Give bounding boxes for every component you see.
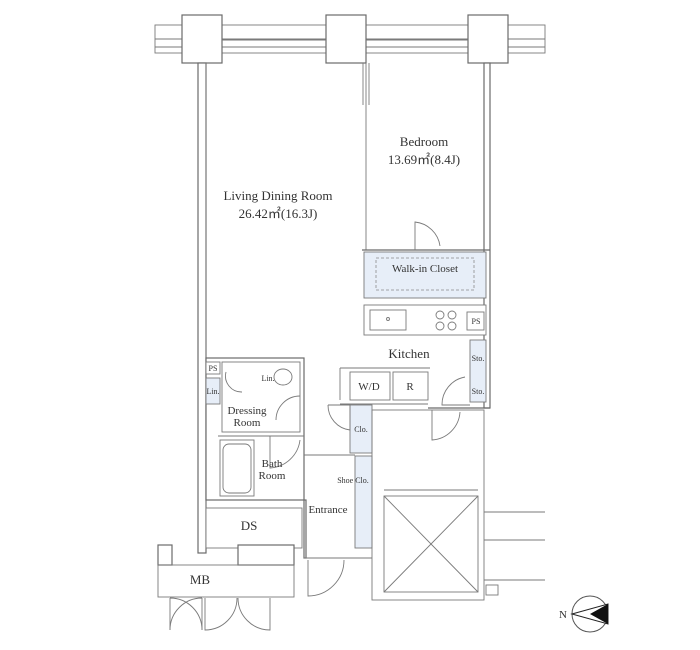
closet-label: Clo. (354, 425, 368, 434)
walk-in-closet (363, 251, 487, 299)
ps-dressing: PS (209, 364, 218, 373)
kitchen-label: Kitchen (388, 346, 430, 361)
sto-label-2: Sto. (472, 387, 485, 396)
void-shaft (371, 409, 545, 601)
mb-label: MB (190, 572, 211, 587)
lin-left: Lin. (206, 387, 219, 396)
bedroom-partition (362, 63, 490, 251)
entrance-closets (304, 404, 373, 549)
mb-area (157, 544, 295, 631)
ds-shaft (205, 507, 303, 549)
ldk-name: Living Dining Room (223, 188, 332, 203)
dressing-room-line2: Room (234, 417, 261, 429)
dressing-bath (205, 357, 305, 501)
north-label: N (559, 609, 567, 621)
north-compass-icon: N (559, 595, 609, 633)
entrance (303, 499, 372, 597)
shoe-closet-label: Shoe Clo. (337, 476, 369, 485)
kitchen-walls (339, 367, 461, 441)
bedroom-name: Bedroom (400, 134, 448, 149)
bedroom-area: 13.69㎡(8.4J) (388, 152, 460, 167)
sto-label-1: Sto. (472, 354, 485, 363)
washer-dryer-label: W/D (358, 381, 379, 393)
entrance-label: Entrance (308, 504, 347, 516)
bath-room-line2: Room (259, 470, 286, 482)
ds-label: DS (241, 518, 258, 533)
utility-block (349, 371, 490, 409)
lin-top: Lin. (261, 374, 274, 383)
ps-kitchen: PS (472, 317, 481, 326)
bath-room-line1: Bath (262, 458, 283, 470)
balcony-wall (154, 14, 546, 64)
ldk-area: 26.42㎡(16.3J) (239, 206, 318, 221)
refrigerator-label: R (406, 381, 414, 393)
dressing-room-line1: Dressing (227, 405, 267, 417)
walk-in-closet-label: Walk-in Closet (392, 263, 458, 275)
kitchen-counter (363, 304, 487, 403)
